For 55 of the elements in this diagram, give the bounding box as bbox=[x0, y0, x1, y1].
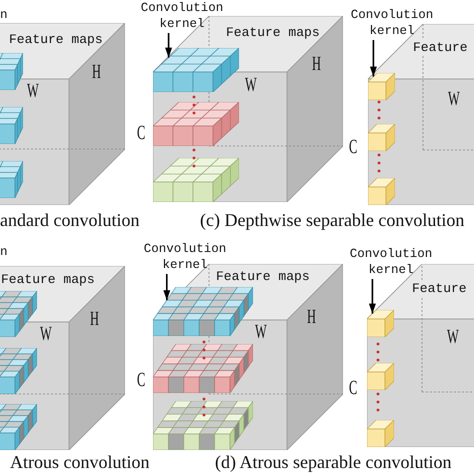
kernel-block bbox=[153, 158, 239, 202]
kernel-block bbox=[0, 404, 37, 450]
kernel-block bbox=[0, 161, 23, 198]
kernel-block bbox=[153, 102, 239, 146]
text-fragment: n bbox=[0, 244, 8, 260]
kernel-label: Convolution kernel bbox=[348, 246, 434, 278]
kernel-label: Convolution kernel bbox=[139, 0, 225, 32]
dimension-label: H bbox=[307, 308, 316, 326]
dimension-label: H bbox=[312, 54, 321, 72]
subfigure-caption: Atrous convolution bbox=[10, 452, 150, 472]
dimension-label: W bbox=[27, 82, 39, 100]
dimension-label: W bbox=[448, 90, 460, 108]
subfigure-caption: (d) Atrous separable convolution bbox=[215, 452, 452, 472]
kernel-block bbox=[0, 107, 23, 144]
feature-map-cube bbox=[367, 264, 474, 447]
kernel-block bbox=[153, 48, 239, 92]
face-label: Feature bbox=[412, 40, 469, 55]
arrow bbox=[165, 33, 172, 58]
face-label: Feature bbox=[411, 281, 468, 296]
kernel-block bbox=[368, 124, 395, 151]
kernel-block bbox=[367, 310, 394, 337]
arrow bbox=[368, 279, 376, 314]
face-label: Feature maps bbox=[8, 32, 104, 47]
kernel-block bbox=[367, 363, 394, 390]
dimension-label: C bbox=[349, 138, 358, 156]
kernel-block bbox=[153, 344, 253, 393]
kernel-block bbox=[368, 73, 395, 100]
subfigure-caption: andard convolution bbox=[0, 210, 140, 230]
text-fragment: n bbox=[0, 7, 8, 23]
feature-map-cube bbox=[0, 266, 125, 450]
arrow bbox=[163, 274, 170, 300]
kernel-label: Convolution kernel bbox=[349, 7, 435, 39]
dimension-label: W bbox=[40, 324, 52, 342]
kernel-block bbox=[367, 420, 394, 447]
arrow bbox=[370, 40, 377, 77]
dimension-label: C bbox=[137, 370, 146, 388]
feature-map-cube bbox=[0, 23, 125, 205]
kernel-block bbox=[153, 401, 253, 450]
dimension-label: H bbox=[92, 62, 101, 80]
face-label: Feature maps bbox=[225, 25, 321, 40]
kernel-block bbox=[153, 287, 253, 336]
dimension-label: W bbox=[255, 322, 267, 340]
kernel-block bbox=[0, 348, 37, 394]
face-label: Feature maps bbox=[0, 272, 96, 287]
kernel-block bbox=[368, 178, 395, 205]
kernel-block bbox=[0, 291, 37, 337]
dimension-label: W bbox=[447, 328, 459, 346]
feature-map-cube bbox=[153, 16, 343, 202]
kernel-block bbox=[0, 53, 23, 90]
feature-map-cube bbox=[368, 24, 474, 205]
dimension-label: C bbox=[137, 124, 146, 142]
dimension-label: W bbox=[245, 76, 257, 94]
dimension-label: H bbox=[90, 310, 99, 328]
dimension-label: C bbox=[349, 378, 358, 396]
subfigure-caption: (c) Depthwise separable convolution bbox=[200, 210, 464, 230]
